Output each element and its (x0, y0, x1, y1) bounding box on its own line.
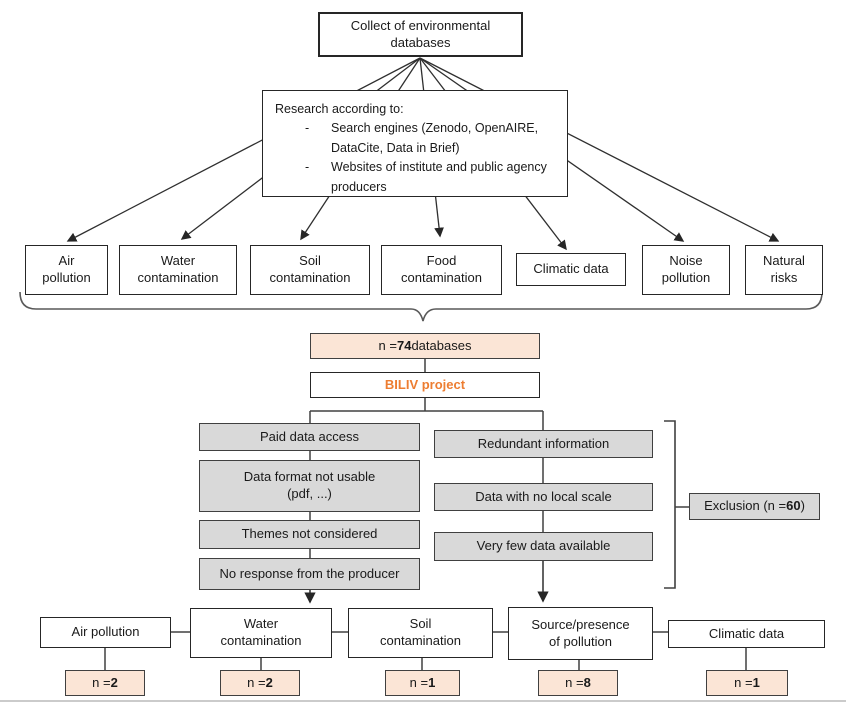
final-air-pollution: Air pollution (40, 617, 171, 648)
reason-data-format-not-usable: Data format not usable (pdf, ...) (199, 460, 420, 512)
category-natural-risks: Natural risks (745, 245, 823, 295)
research-title: Research according to: (275, 102, 404, 116)
reason-no-local-scale: Data with no local scale (434, 483, 653, 511)
reason-no-response-producer: No response from the producer (199, 558, 420, 590)
count-stubs (104, 648, 747, 670)
reason-redundant-information: Redundant information (434, 430, 653, 458)
bullet-dash: - (305, 121, 310, 136)
count-soil-contamination: n = 1 (385, 670, 460, 696)
gathering-brace (19, 291, 823, 322)
count-climatic-data: n = 1 (706, 670, 788, 696)
arrow-to-air-pollution (66, 57, 421, 242)
bullet-dash: - (305, 160, 310, 175)
count-water-contamination: n = 2 (220, 670, 300, 696)
root-box: Collect of environmental databases (318, 12, 523, 57)
reason-very-few-data: Very few data available (434, 532, 653, 561)
center-connectors (309, 358, 544, 558)
category-air-pollution: Air pollution (25, 245, 108, 295)
final-soil-contamination: Soil contamination (348, 608, 493, 658)
reason-paid-data-access: Paid data access (199, 423, 420, 451)
category-water-contamination: Water contamination (119, 245, 237, 295)
exclusion-bracket (664, 420, 689, 589)
category-food-contamination: Food contamination (381, 245, 502, 295)
research-box: Research according to: - Search engines … (262, 90, 568, 197)
project-box: BILIV project (310, 372, 540, 398)
final-climatic-data: Climatic data (668, 620, 825, 648)
exclusion-total-box: Exclusion (n = 60) (689, 493, 820, 520)
count-source-presence: n = 8 (538, 670, 618, 696)
root-box-label: Collect of environmental databases (350, 17, 491, 50)
final-source-presence-pollution: Source/presence of pollution (508, 607, 653, 660)
category-noise-pollution: Noise pollution (642, 245, 730, 295)
final-water-contamination: Water contamination (190, 608, 332, 658)
count-air-pollution: n = 2 (65, 670, 145, 696)
reason-themes-not-considered: Themes not considered (199, 520, 420, 549)
research-bullet-2: - Websites of institute and public agenc… (305, 158, 557, 197)
database-count-box: n = 74 databases (310, 333, 540, 359)
research-bullet-1: - Search engines (Zenodo, OpenAIRE, Data… (305, 119, 557, 158)
category-soil-contamination: Soil contamination (250, 245, 370, 295)
category-climatic-data: Climatic data (516, 253, 626, 286)
arrow-to-natural-risks (419, 57, 780, 242)
